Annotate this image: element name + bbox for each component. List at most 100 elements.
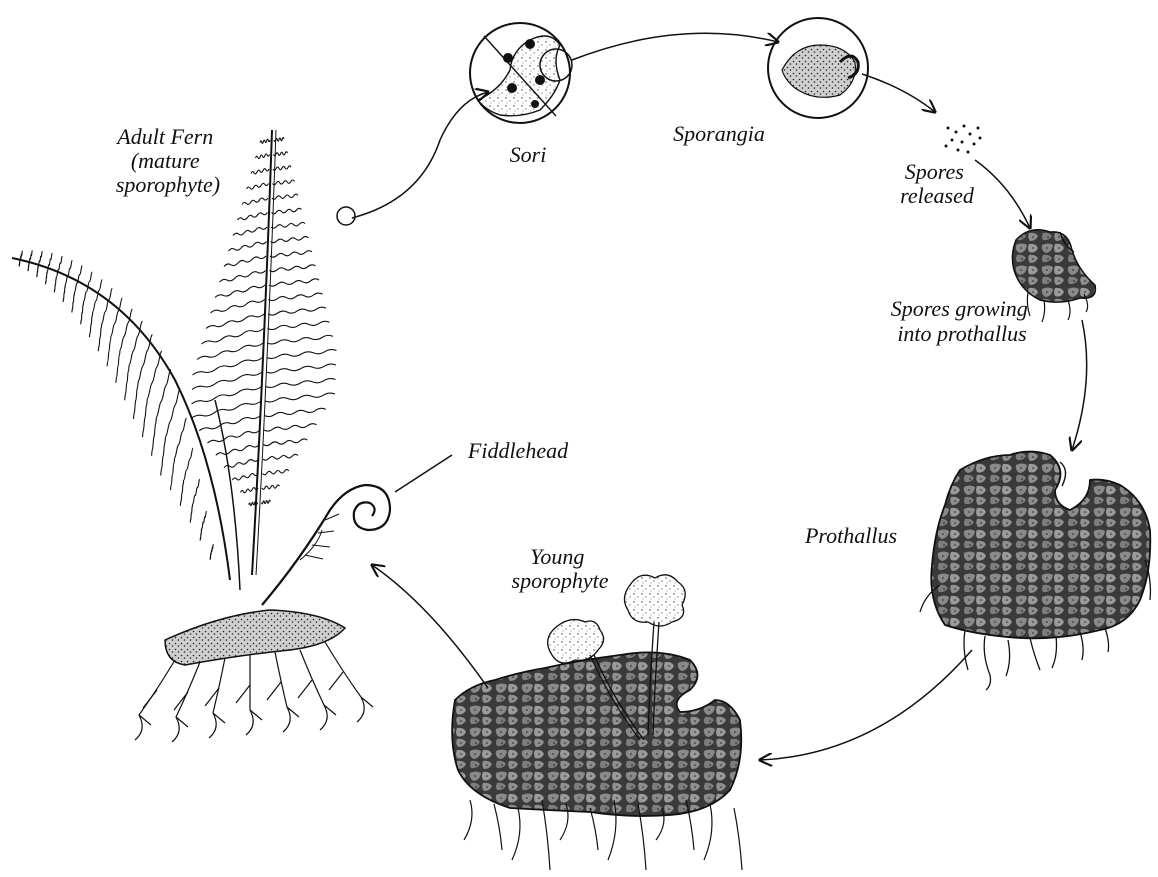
frond-pinna	[171, 458, 175, 490]
arrow-growing-to-prothallus	[1072, 320, 1087, 450]
sporophyte-root	[464, 800, 472, 840]
frond-pinna	[200, 528, 202, 541]
label-sporangia: Sporangia	[673, 121, 765, 146]
arrow-spores-to-prothallus	[975, 160, 1030, 228]
frond-pinna	[260, 139, 270, 143]
sori-location-marker	[337, 207, 355, 225]
fern-root	[174, 692, 188, 727]
frond-pinna	[29, 251, 32, 263]
frond-pinna	[54, 277, 56, 293]
frond-pinna	[202, 512, 207, 529]
frond-pinna	[46, 271, 48, 285]
frond-pinna	[65, 261, 72, 284]
frond-pinna	[184, 448, 194, 480]
frond-pinna	[211, 545, 213, 554]
fern-root	[172, 662, 200, 742]
frond-pinna	[268, 307, 326, 315]
frond-pinna	[247, 183, 269, 189]
frond-pinna	[152, 417, 157, 455]
frond-pinna	[125, 365, 129, 400]
frond-pinna	[165, 389, 179, 437]
label-sori: Sori	[510, 142, 547, 167]
frond-pinna	[180, 480, 183, 506]
sporophyte-root	[590, 808, 598, 850]
frond-pinna	[84, 272, 93, 301]
frond-pinna	[193, 358, 263, 376]
label-fiddlehead: Fiddlehead	[467, 438, 569, 463]
frond-pinna	[210, 553, 211, 559]
frond-pinna	[265, 408, 326, 416]
frond-pinna	[63, 284, 65, 302]
frond-pinna	[271, 222, 305, 228]
young-sporophyte-illustration	[452, 575, 742, 870]
frond-pinna	[72, 292, 75, 313]
labels: Adult Fern (mature sporophyte) Sori Spor…	[115, 121, 1033, 593]
fern-root	[275, 652, 290, 732]
frond-pinna	[102, 288, 112, 323]
frond-pinna	[134, 381, 139, 419]
arrow-sori-to-sporangia	[572, 33, 778, 60]
frond-pinna	[269, 293, 323, 301]
frond-pinna	[256, 154, 270, 159]
frond-pinna	[267, 350, 337, 359]
adult-fern-illustration	[12, 130, 390, 742]
frond-pinna	[224, 459, 259, 468]
arrow-prothallus-to-young-sporophyte	[760, 650, 972, 760]
frond-pinna	[202, 329, 264, 345]
frond-pinna	[262, 500, 271, 504]
frond-pinna	[161, 437, 166, 475]
frond-pinna	[265, 393, 335, 402]
frond-pinna	[193, 479, 200, 503]
label-adult-fern: Adult Fern (mature sporophyte)	[115, 124, 220, 197]
label-prothallus: Prothallus	[804, 523, 897, 548]
frond-pinna	[208, 430, 261, 443]
frond-pinna	[272, 194, 298, 199]
fern-root	[135, 660, 175, 740]
frond-pinna	[266, 364, 336, 373]
released-spores	[945, 125, 982, 154]
frond-pinna	[270, 251, 312, 257]
frond-pinna	[19, 260, 20, 266]
frond-pinna	[116, 350, 120, 383]
frond-pinna	[263, 454, 298, 460]
fiddlehead-pointer-line	[395, 455, 452, 492]
frond-pinna	[267, 335, 333, 344]
frond-pinna	[233, 227, 267, 236]
fern-root	[236, 685, 262, 720]
sporophyte-root	[512, 808, 520, 860]
frond-pinna	[191, 401, 261, 419]
frond-pinna	[147, 351, 161, 399]
sporophyte-root	[704, 804, 712, 860]
frond-pinna	[262, 485, 280, 489]
frond-pinna	[264, 439, 308, 446]
frond-pinna	[266, 379, 336, 388]
frond-pinna	[229, 242, 267, 252]
label-spores-growing: Spores growing into prothallus	[891, 296, 1034, 346]
frond-pinna	[232, 474, 258, 481]
frond-pinna	[143, 399, 148, 437]
frond-pinna	[190, 503, 192, 522]
frond-pinna	[220, 271, 266, 283]
frond-pinna	[270, 265, 316, 272]
sori-illustration	[470, 23, 572, 123]
arrow-fern-to-sori	[352, 92, 488, 218]
frond-pinna	[216, 445, 260, 456]
frond-pinna	[199, 416, 260, 431]
frond-pinna	[238, 213, 268, 221]
frond-pinna	[241, 488, 259, 493]
label-young-sporophyte: Young sporophyte	[512, 544, 609, 593]
frond-pinna	[215, 285, 265, 298]
sporangia-illustration	[768, 18, 868, 118]
frond-pinna	[197, 343, 263, 360]
frond-pinna	[156, 369, 170, 417]
frond-pinna	[264, 424, 317, 431]
frond-pinna	[192, 387, 262, 405]
frond-pinna	[224, 256, 266, 267]
frond-pinna	[107, 336, 111, 366]
sporophyte-root	[734, 808, 742, 870]
frond-pinna	[206, 314, 264, 329]
frond-pinna	[81, 301, 84, 324]
arrow-young-sporophyte-to-fern	[372, 565, 488, 688]
